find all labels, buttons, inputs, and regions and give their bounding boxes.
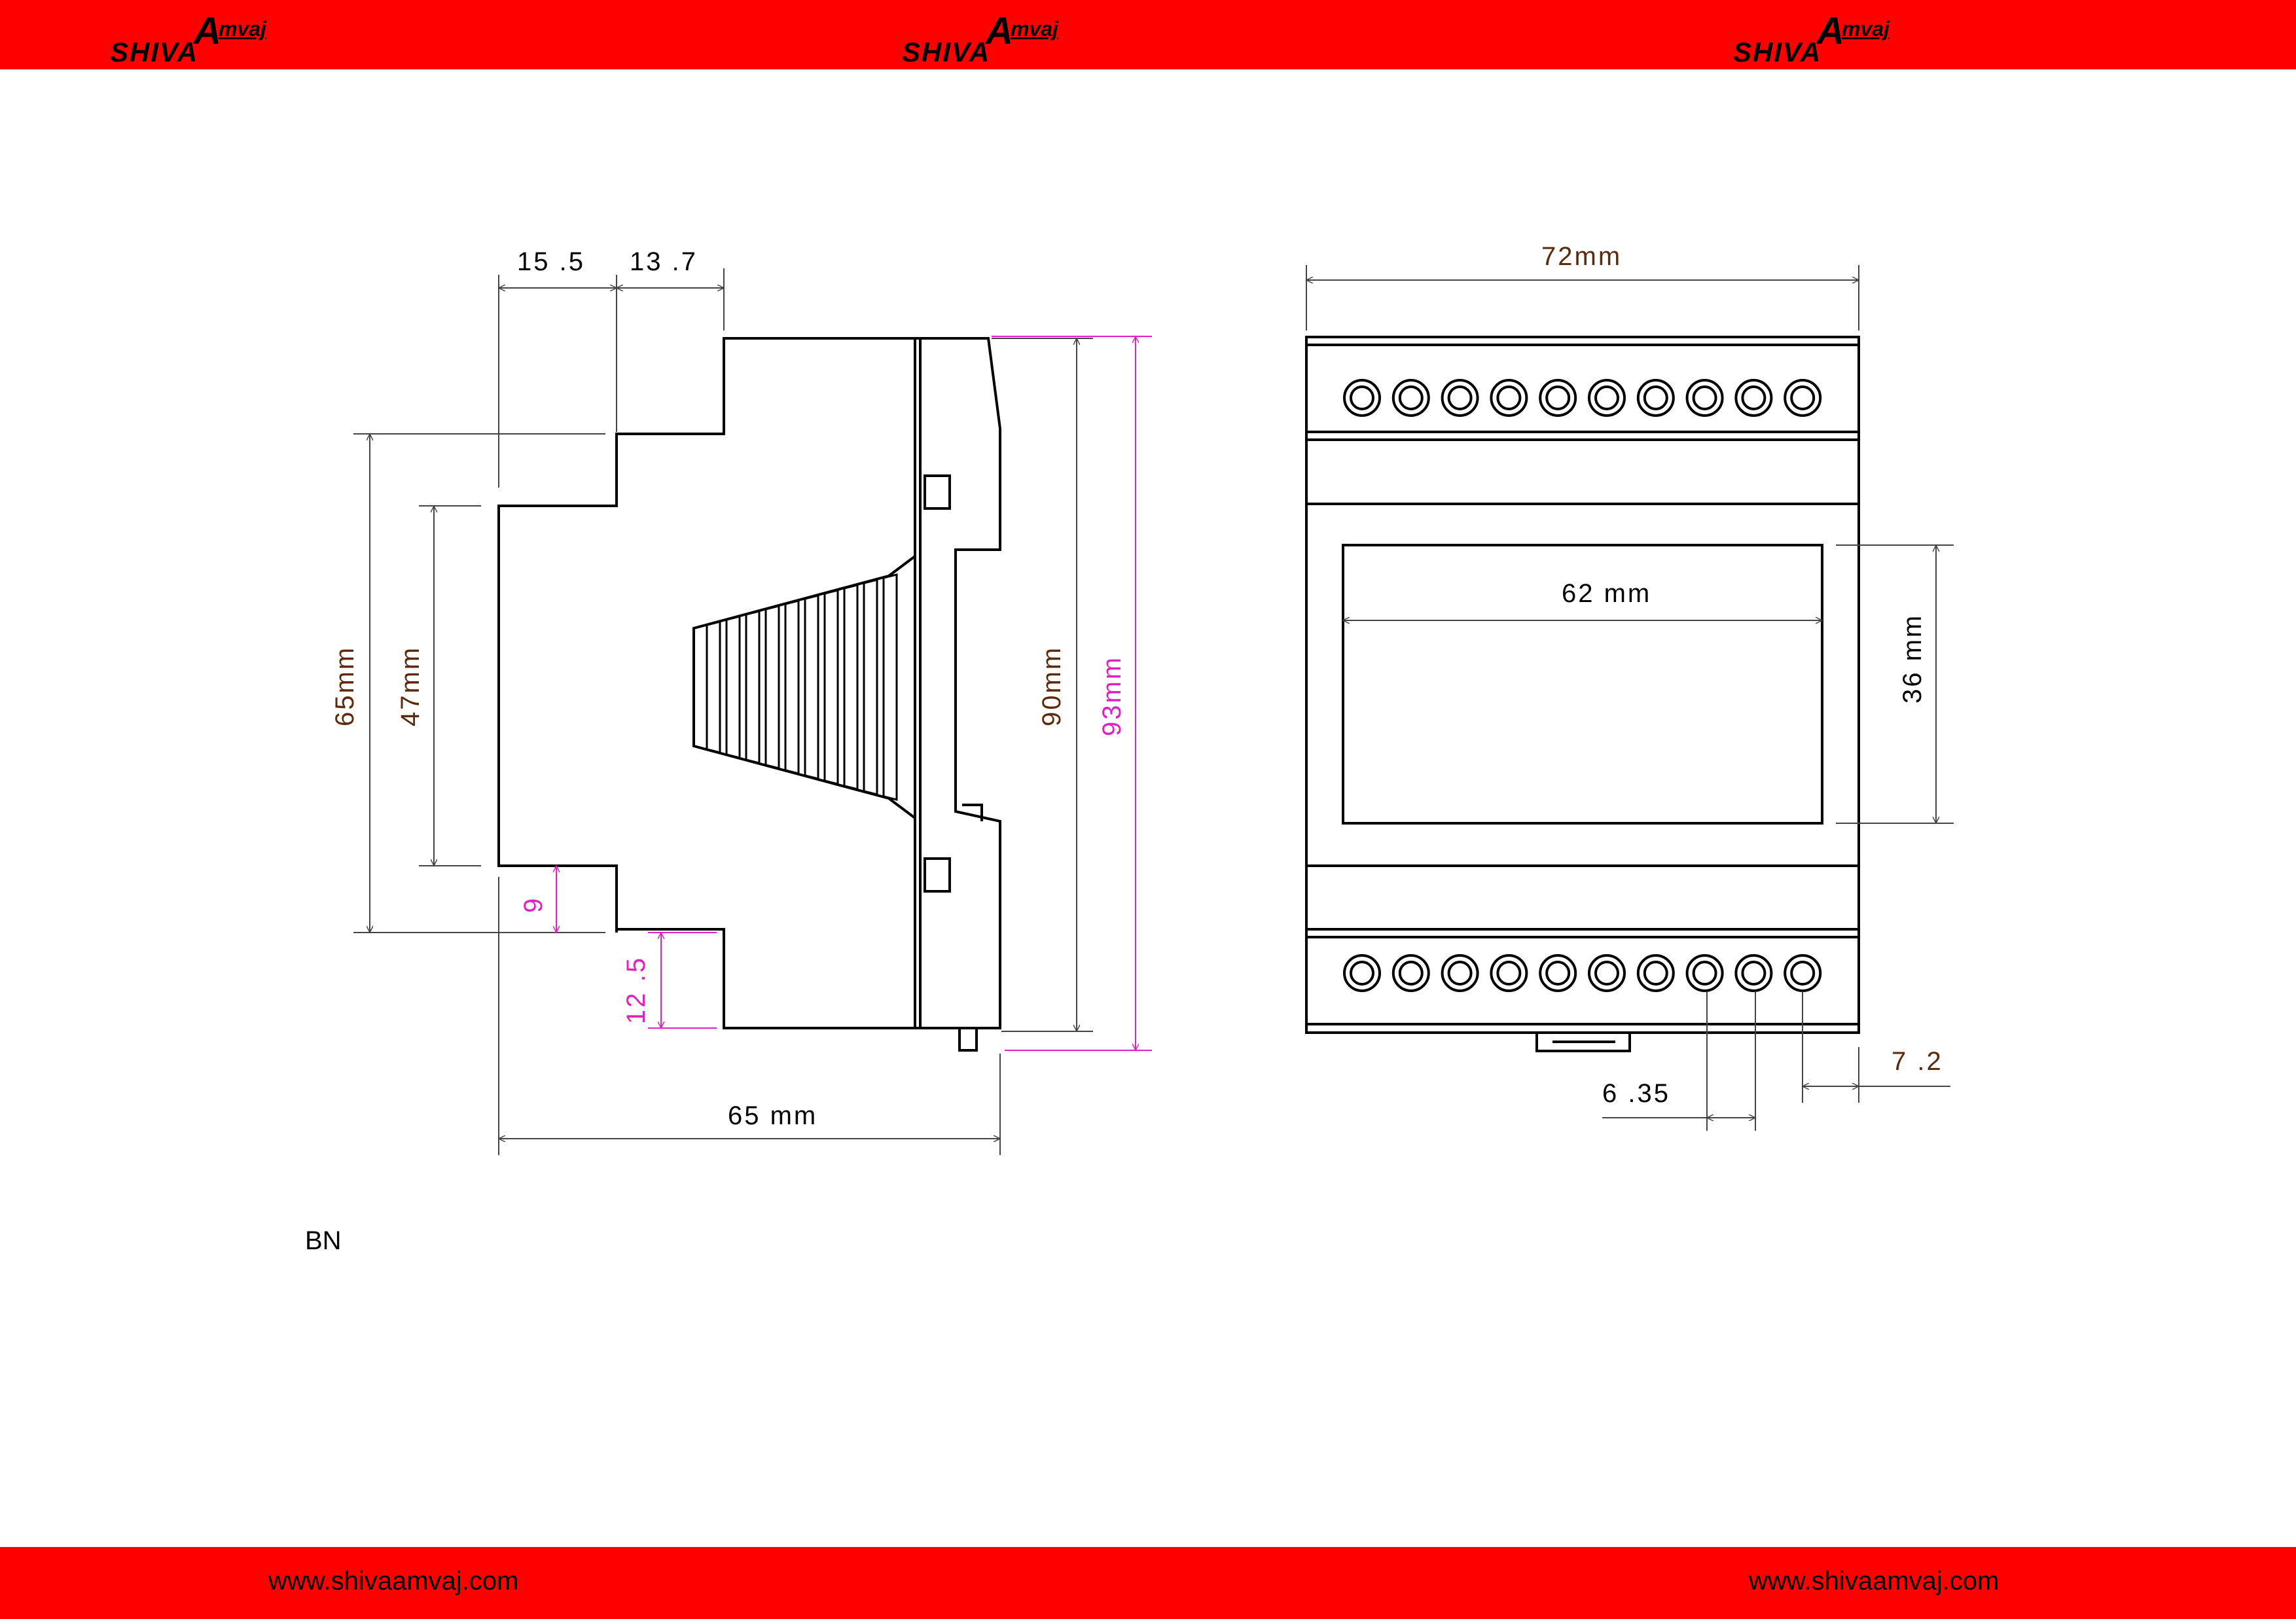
header-band	[0, 0, 2296, 69]
terminal-row-top	[1343, 379, 1822, 417]
bottom-terminal-screw	[1447, 961, 1473, 986]
top-terminal-outer	[1343, 379, 1381, 417]
logo-shiva-text: SHIVA	[1733, 37, 1822, 67]
brand-logo: SHIVA A mvaj	[110, 5, 306, 68]
logo-a-text: A	[986, 10, 1013, 52]
top-terminal-screw	[1692, 385, 1717, 410]
top-terminal-screw	[1398, 385, 1424, 410]
bottom-terminal-screw	[1594, 961, 1619, 986]
website-link-left[interactable]: www.shivaamvaj.com	[268, 1567, 519, 1595]
top-terminal-outer	[1490, 379, 1528, 417]
top-terminal-screw	[1741, 385, 1767, 410]
logo-mvaj-text: mvaj	[1842, 17, 1890, 41]
bottom-terminal-outer	[1490, 954, 1528, 992]
website-link-right[interactable]: www.shivaamvaj.com	[1749, 1567, 2000, 1595]
top-terminal-screw	[1447, 385, 1473, 410]
bottom-terminal-outer	[1391, 954, 1430, 992]
dim-36mm-label: 36 mm	[1898, 614, 1927, 703]
brand-logo: SHIVA A mvaj	[902, 5, 1098, 68]
top-terminal-screw	[1643, 385, 1668, 410]
side-view-dimensions-pink	[556, 336, 1152, 1050]
side-view-clips	[924, 474, 983, 1052]
front-view-outline	[1305, 336, 1860, 1052]
dim-15-5-label: 15 .5	[517, 247, 585, 276]
dim-62mm-label: 62 mm	[1562, 579, 1651, 608]
dim-9-label: 9	[519, 897, 548, 913]
top-terminal-outer	[1784, 379, 1822, 417]
bottom-terminal-screw	[1496, 961, 1522, 986]
dim-65mm-height-label: 65mm	[331, 646, 359, 726]
dim-47mm-label: 47mm	[396, 646, 425, 726]
logo-shiva-text: SHIVA	[902, 37, 991, 67]
top-terminal-screw	[1594, 385, 1619, 410]
bottom-terminal-outer	[1685, 954, 1724, 992]
logo-a-text: A	[1817, 10, 1844, 52]
top-terminal-outer	[1685, 379, 1724, 417]
dim-13-7-label: 13 .7	[630, 247, 698, 276]
top-terminal-outer	[1441, 379, 1479, 417]
side-view-outline	[497, 337, 1001, 1029]
top-terminal-outer	[1588, 379, 1626, 417]
bottom-terminal-screw	[1692, 961, 1717, 986]
top-terminal-outer	[1391, 379, 1430, 417]
front-view-dimensions	[1306, 265, 1954, 1131]
terminal-row-bottom	[1343, 954, 1822, 992]
bottom-terminal-screw	[1545, 961, 1571, 986]
top-terminal-outer	[1636, 379, 1675, 417]
brand-logo: SHIVA A mvaj	[1733, 5, 1929, 68]
bottom-terminal-outer	[1539, 954, 1577, 992]
bottom-terminal-screw	[1398, 961, 1424, 986]
bottom-terminal-screw	[1741, 961, 1767, 986]
bottom-terminal-outer	[1343, 954, 1381, 992]
dim-93mm-label: 93mm	[1098, 656, 1126, 736]
bottom-terminal-screw	[1790, 961, 1816, 986]
logo-shiva-text: SHIVA	[110, 37, 199, 67]
bottom-terminal-outer	[1441, 954, 1479, 992]
dim-72mm-label: 72mm	[1541, 242, 1622, 271]
bottom-terminal-screw	[1643, 961, 1668, 986]
top-terminal-screw	[1545, 385, 1571, 410]
top-terminal-screw	[1350, 385, 1374, 410]
top-terminal-screw	[1790, 385, 1816, 410]
footer-band	[0, 1547, 2296, 1619]
bottom-terminal-screw	[1350, 961, 1374, 986]
logo-a-text: A	[194, 10, 221, 52]
dim-7-2-label: 7 .2	[1892, 1047, 1943, 1076]
logo-mvaj-text: mvaj	[219, 17, 266, 41]
dim-12-5-label: 12 .5	[622, 956, 651, 1024]
top-terminal-outer	[1539, 379, 1577, 417]
bottom-terminal-outer	[1636, 954, 1675, 992]
side-view-dimensions	[353, 268, 1093, 1155]
side-view-fins	[692, 573, 898, 801]
bottom-terminal-outer	[1784, 954, 1822, 992]
dim-90mm-label: 90mm	[1037, 646, 1066, 726]
logo-mvaj-text: mvaj	[1011, 17, 1058, 41]
top-terminal-outer	[1734, 379, 1773, 417]
top-terminal-screw	[1496, 385, 1522, 410]
bottom-terminal-outer	[1734, 954, 1773, 992]
dim-65mm-width-label: 65 mm	[728, 1101, 817, 1130]
drawing-note: BN	[305, 1226, 342, 1255]
bottom-terminal-outer	[1588, 954, 1626, 992]
dim-6-35-label: 6 .35	[1602, 1079, 1670, 1108]
